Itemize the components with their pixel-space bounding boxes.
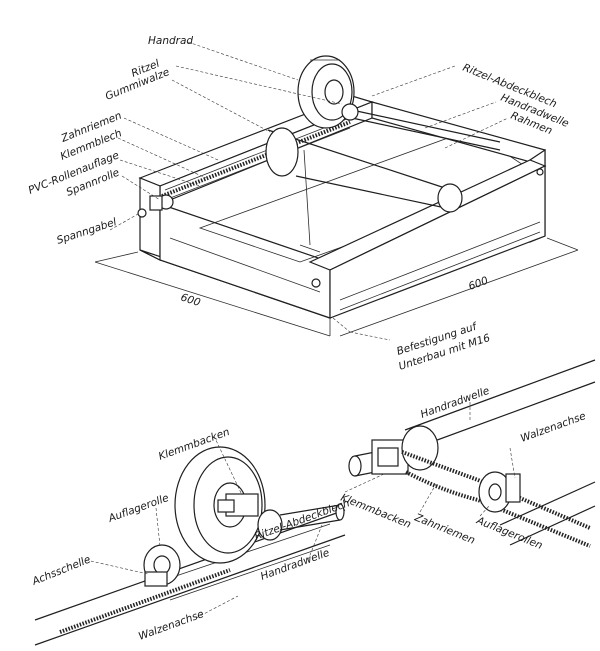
detail-left bbox=[34, 446, 346, 646]
dimension-lines bbox=[94, 237, 579, 341]
label-dr-klemmbacken: Klemmbacken bbox=[339, 492, 413, 531]
label-dl-auflagerolle: Auflagerolle bbox=[106, 492, 170, 525]
detail-right bbox=[348, 359, 596, 548]
front-rail bbox=[308, 159, 547, 319]
label-dim-left: 600 bbox=[179, 291, 202, 309]
bolt bbox=[536, 168, 544, 176]
label-dr-walzenachse: Walzenachse bbox=[519, 410, 588, 445]
bolt bbox=[311, 278, 321, 288]
ritzel-pinion bbox=[341, 103, 359, 121]
label-dim-right: 600 bbox=[467, 275, 490, 293]
label-dl-walzenachse: Walzenachse bbox=[137, 608, 206, 643]
spannrolle bbox=[137, 194, 174, 218]
label-dr-auflagerollen: Auflagerollen bbox=[474, 514, 544, 552]
label-dr-zahnriemen: Zahnriemen bbox=[412, 511, 477, 546]
label-spanngabel: Spanngabel bbox=[55, 216, 118, 247]
gummiwalze-roller bbox=[265, 127, 463, 253]
label-handrad: Handrad bbox=[148, 35, 193, 47]
handradwelle-shaft bbox=[351, 109, 501, 151]
label-dl-achsschelle: Achsschelle bbox=[30, 554, 93, 589]
handrad-wheel bbox=[297, 55, 355, 129]
